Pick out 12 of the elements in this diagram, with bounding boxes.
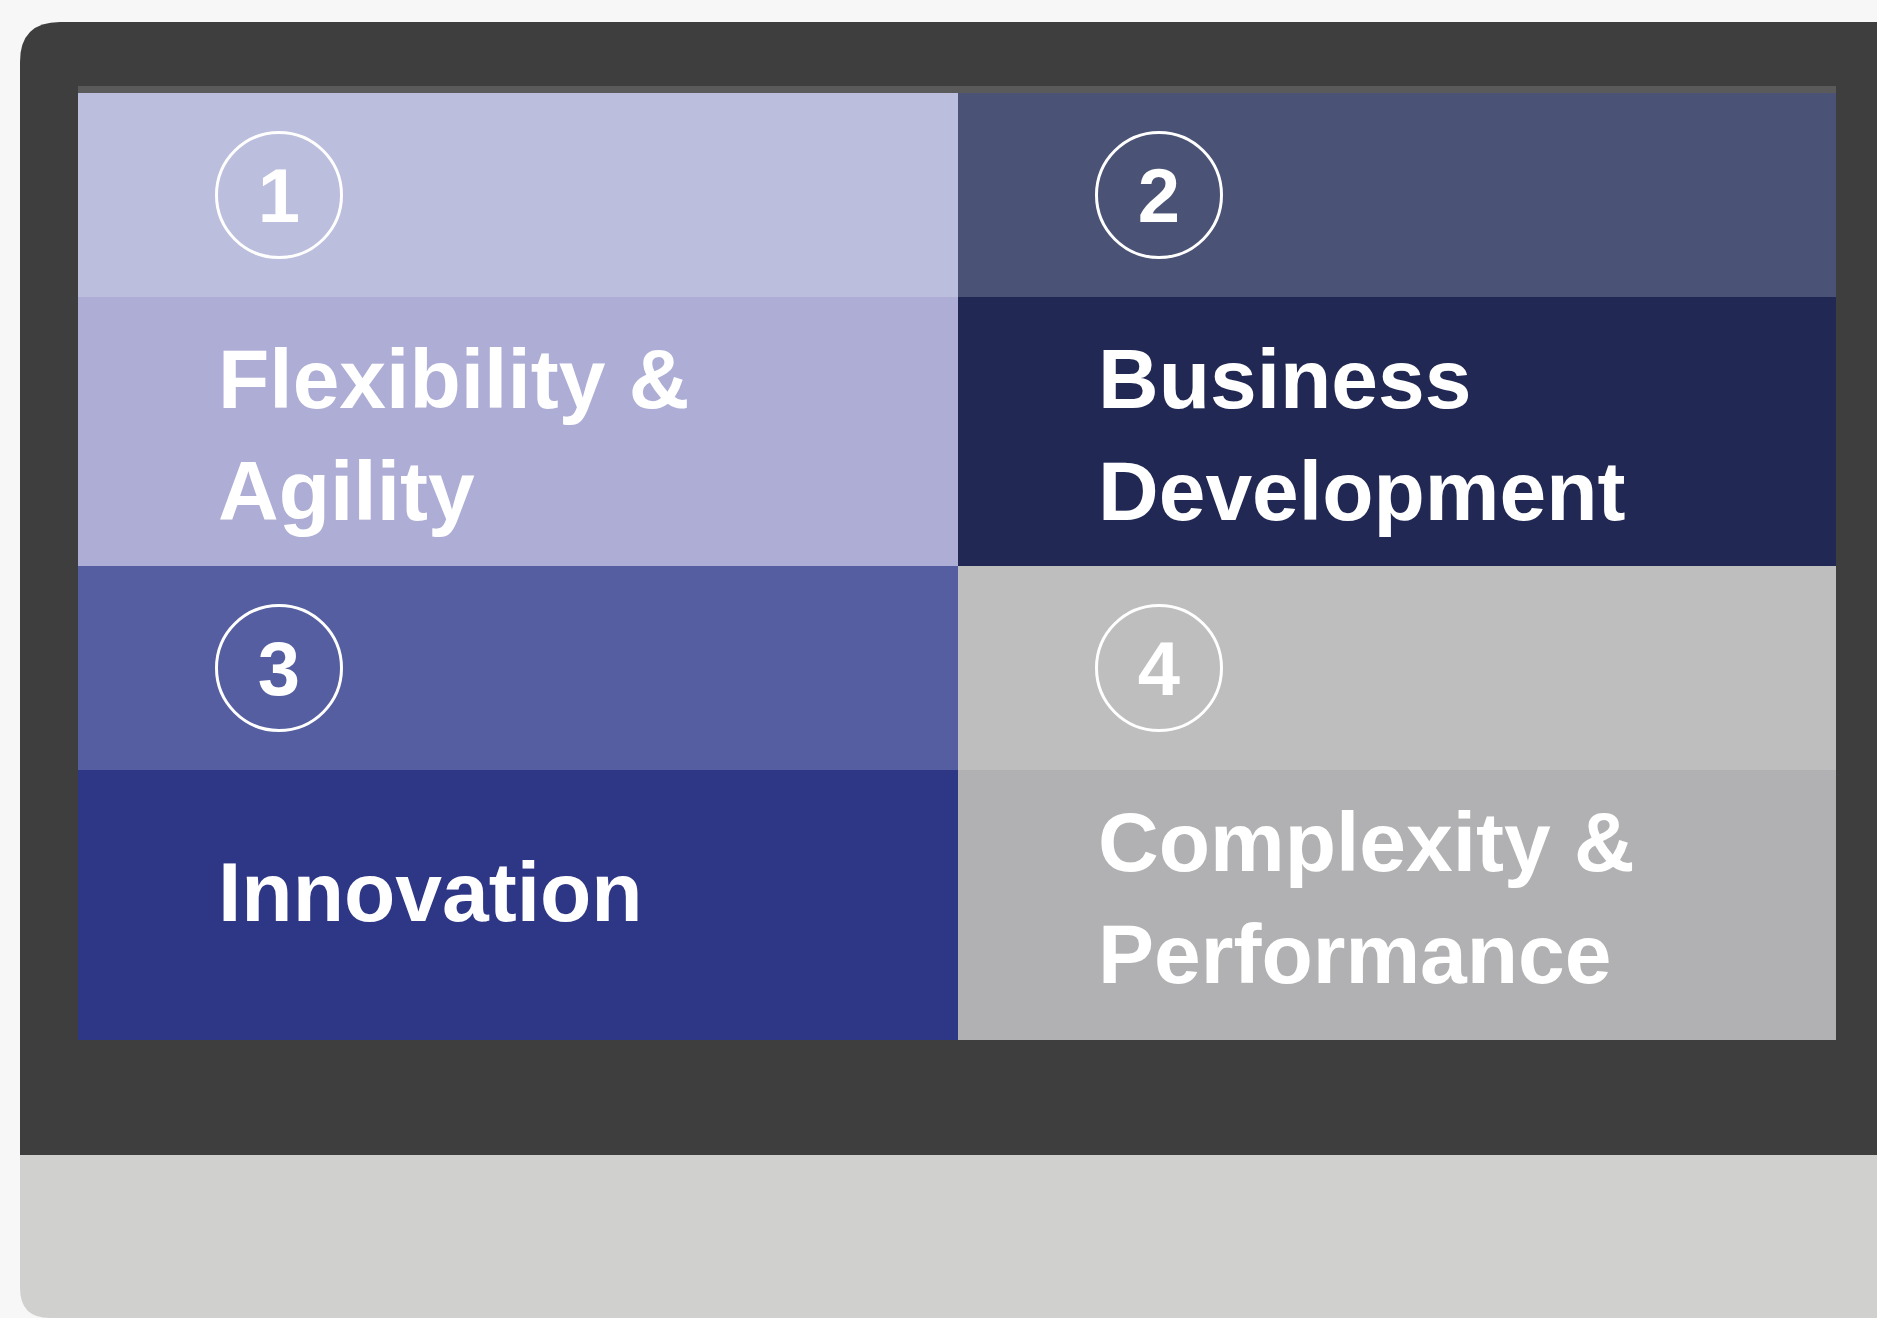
quadrant-panel xyxy=(78,93,958,566)
number-circle: 4 xyxy=(1095,604,1223,732)
quadrant-title: Business Development xyxy=(1098,331,1627,540)
number-circle: 1 xyxy=(215,131,343,259)
quadrant-title: Innovation xyxy=(218,844,644,941)
number-circle: 3 xyxy=(215,604,343,732)
quadrant-panel xyxy=(958,566,1836,1040)
number-circle: 2 xyxy=(1095,131,1223,259)
quadrant-title: Complexity & Performance xyxy=(1098,794,1636,1003)
quadrant-panel xyxy=(958,93,1836,566)
quadrant-title: Flexibility & Agility xyxy=(218,331,691,540)
quadrant-panel xyxy=(78,566,958,1040)
